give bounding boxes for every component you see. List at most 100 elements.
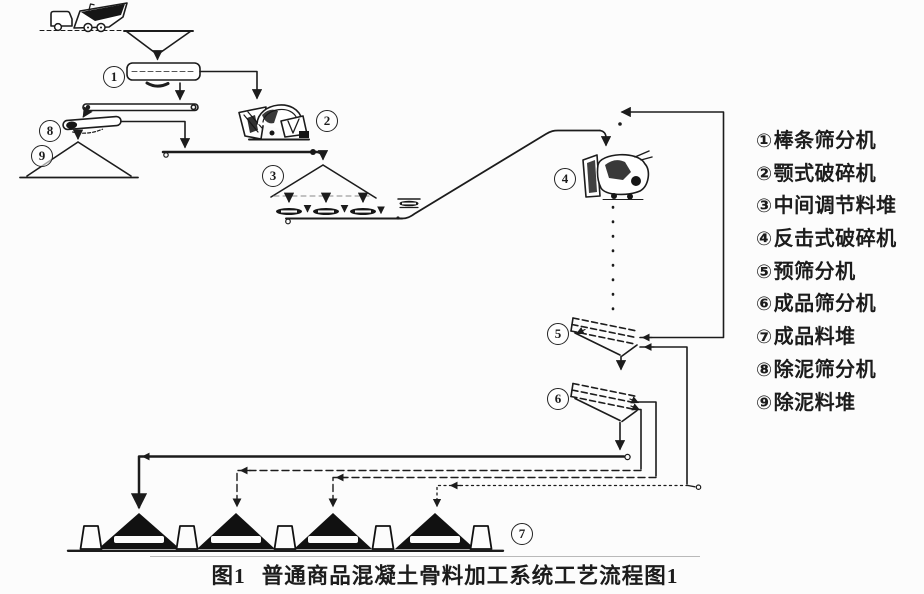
- legend-label: 成品筛分机: [773, 293, 877, 316]
- node-label-4: 4: [554, 168, 576, 190]
- flow-conveyor2-to-pile3: [317, 150, 329, 161]
- jaw-dark-patch: [247, 115, 258, 133]
- caption-divider: [150, 556, 700, 557]
- bar-screen-icon: [126, 62, 201, 88]
- legend-marker: ①: [756, 130, 773, 152]
- legend-item-9: ⑨除泥料堆: [756, 391, 924, 415]
- legend-label: 预筛分机: [773, 260, 856, 283]
- stockpile: [98, 513, 180, 549]
- legend-label: 棒条筛分机: [773, 130, 877, 152]
- stockpile: [395, 513, 475, 549]
- node-label-5: 5: [547, 323, 569, 345]
- screen6-funnel: [574, 397, 638, 423]
- belt-outline: [82, 103, 199, 112]
- inclined-conveyor: [396, 129, 612, 220]
- feed-hopper-icon: [123, 30, 194, 61]
- product-line-2: [232, 466, 642, 508]
- jaw-pivot: [269, 130, 275, 136]
- intermediate-pile-icon: [270, 164, 377, 199]
- flow-incline-to-crusher4: [599, 129, 612, 147]
- conveyor-belt-3: [285, 217, 403, 225]
- screen5-funnel: [574, 332, 638, 357]
- crusher4-left-shade: [587, 160, 597, 193]
- legend-item-4: ④反击式破碎机: [756, 228, 924, 251]
- hopper-sides: [125, 30, 192, 55]
- product-line-path: [130, 455, 626, 510]
- bar-screen-vibrator: [145, 81, 170, 88]
- impact-crusher-icon: [582, 150, 653, 200]
- divider-cone: [79, 525, 103, 550]
- recycle-loop-line: [618, 106, 725, 342]
- screen5-deck: [570, 330, 636, 345]
- legend-item-8: ⑧除泥筛分机: [756, 358, 924, 382]
- product-line-path: [432, 484, 689, 508]
- node-label-6: 6: [547, 388, 569, 410]
- crusher4-rotor: [631, 176, 641, 186]
- belt-pulley: [85, 105, 91, 110]
- screen6-deck: [571, 389, 637, 404]
- screen5-deck-arrow: [575, 327, 586, 335]
- screen5-bypass-line: [639, 343, 688, 485]
- incline-line: [401, 129, 601, 220]
- legend-marker: ③: [756, 195, 773, 218]
- divider-cone: [273, 525, 297, 550]
- legend-label: 除泥料堆: [773, 391, 856, 414]
- stockpile-slot: [308, 536, 358, 543]
- legend-label: 颚式破碎机: [773, 162, 877, 185]
- legend-item-7: ⑦成品料堆: [756, 326, 924, 349]
- loop-dot: [618, 122, 622, 126]
- belt-pulley: [310, 149, 316, 155]
- line-end-pulley: [624, 453, 631, 461]
- screen5-deck: [571, 323, 637, 339]
- stockpile-slot: [114, 536, 164, 543]
- node-label-9: 9: [31, 145, 53, 167]
- crusher4-spike: [634, 150, 653, 161]
- legend-label: 除泥筛分机: [773, 358, 877, 381]
- crusher4-shade: [605, 160, 631, 180]
- flow-mudscreen-to-conveyor2: [120, 120, 191, 149]
- screen5-left-edge: [570, 317, 574, 332]
- jaw-crusher-icon: [238, 104, 310, 141]
- stockpile: [294, 513, 372, 549]
- legend-item-6: ⑥成品筛分机: [756, 294, 924, 316]
- pile3-slopes: [270, 164, 377, 199]
- legend-label: 中间调节料堆: [773, 195, 897, 218]
- legend-marker: ⑧: [756, 358, 773, 381]
- feeder-slit: [318, 210, 334, 213]
- legend-item-1: ①棒条筛分机: [756, 130, 924, 153]
- flywheel-shade: [262, 109, 278, 124]
- legend-marker: ④: [756, 228, 773, 251]
- product-line-4: [432, 481, 702, 508]
- pre-screen-icon: [570, 317, 638, 371]
- mud-screen-underline: [72, 128, 104, 134]
- mud-screen-drive: [66, 121, 78, 129]
- incline-foot: [396, 216, 400, 220]
- legend: ①棒条筛分机 ②颚式破碎机 ③中间调节料堆 ④反击式破碎机 ⑤预筛分机 ⑥成品筛…: [756, 130, 924, 425]
- dump-truck-icon: [39, 2, 128, 33]
- screen6-left-edge: [570, 382, 574, 398]
- feeder-slit: [355, 210, 371, 213]
- belt-pulley: [285, 218, 291, 225]
- bypass-path: [639, 346, 688, 485]
- belt-pulley: [163, 152, 169, 158]
- divider-cone: [469, 525, 493, 550]
- legend-marker: ⑥: [756, 293, 773, 316]
- stockpile-slot: [410, 536, 460, 543]
- crusher4-roller: [627, 193, 633, 200]
- legend-marker: ⑨: [756, 391, 773, 414]
- product-line-3: [328, 473, 657, 508]
- flow-conveyor-to-mudscreen: [82, 106, 93, 118]
- crusher4-roller: [611, 193, 617, 199]
- feeder-slit: [281, 210, 297, 213]
- line-end-hook: [687, 484, 696, 488]
- legend-item-5: ⑤预筛分机: [756, 260, 924, 284]
- product-line-1: [130, 452, 631, 510]
- product-line-path: [232, 469, 642, 508]
- caption-title: 普通商品混凝土骨料加工系统工艺流程图1: [261, 564, 679, 588]
- line-end-pulley: [695, 484, 702, 491]
- node-label-7: 7: [511, 523, 533, 545]
- truck-exhaust: [88, 3, 95, 11]
- screen5-deck: [572, 317, 638, 332]
